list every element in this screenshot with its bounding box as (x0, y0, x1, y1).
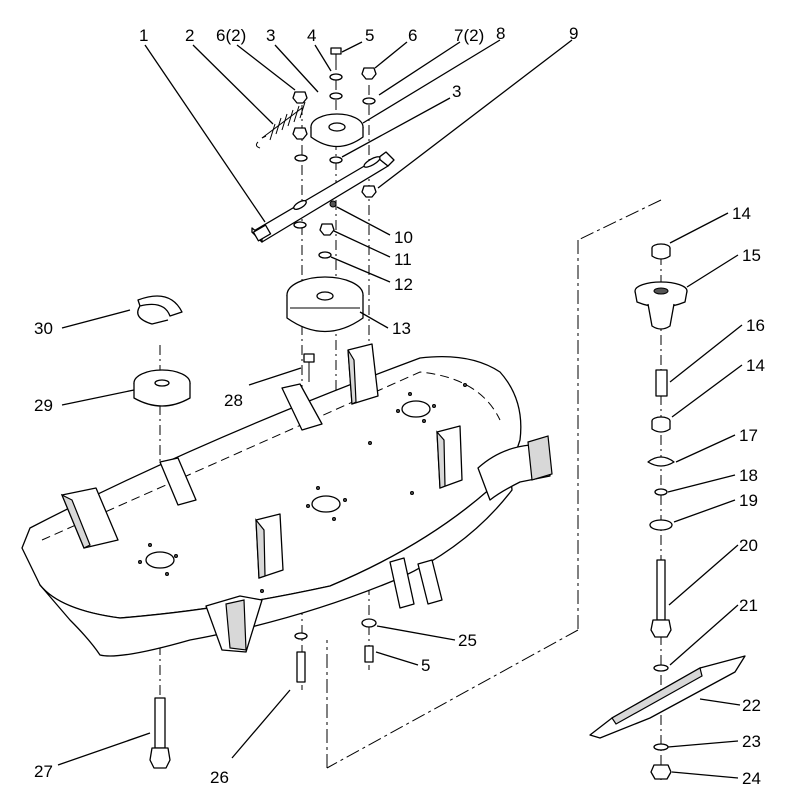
callout-1: 1 (139, 26, 148, 45)
deck-holes (138, 383, 467, 593)
belt-guard (137, 295, 183, 325)
callout-10: 10 (394, 228, 413, 247)
leader-lines (57, 39, 743, 779)
callout-4: 4 (307, 26, 316, 45)
callout-17: 17 (739, 426, 758, 445)
callout-13: 13 (392, 319, 411, 338)
callout-8: 8 (496, 24, 505, 43)
callout-6-2: 6(2) (216, 26, 246, 45)
callout-6: 6 (408, 26, 417, 45)
callout-30: 30 (34, 319, 53, 338)
callout-20: 20 (739, 536, 758, 555)
spindle-assembly (589, 243, 746, 780)
callout-7-2: 7(2) (454, 26, 484, 45)
callout-9: 9 (569, 24, 578, 43)
callout-3-lower: 3 (452, 82, 461, 101)
callout-24: 24 (742, 769, 761, 788)
callout-labels: 1 2 6(2) 3 4 5 6 7(2) 8 9 3 10 11 12 13 … (34, 24, 765, 788)
callout-22: 22 (742, 696, 761, 715)
callout-11: 11 (394, 250, 412, 269)
callout-29: 29 (34, 396, 53, 415)
callout-21: 21 (739, 596, 758, 615)
mower-deck (21, 343, 553, 657)
callout-27: 27 (34, 762, 53, 781)
callout-2: 2 (185, 26, 194, 45)
callout-23: 23 (742, 732, 761, 751)
callout-16: 16 (746, 316, 765, 335)
idler-arm (251, 151, 395, 243)
callout-26: 26 (210, 768, 229, 787)
callout-15: 15 (742, 246, 761, 265)
idler-hardware (292, 47, 377, 259)
callout-14-lower: 14 (746, 356, 765, 375)
extension-spring (255, 101, 306, 149)
callout-5-lower: 5 (421, 656, 430, 675)
callout-12: 12 (394, 275, 413, 294)
callout-3: 3 (266, 26, 275, 45)
callout-28: 28 (224, 391, 243, 410)
left-pulley (133, 369, 191, 407)
callout-18: 18 (739, 466, 758, 485)
callout-25: 25 (458, 631, 477, 650)
callout-14: 14 (732, 204, 751, 223)
callout-19: 19 (739, 491, 758, 510)
drive-pulley (286, 276, 364, 333)
bolts (149, 353, 377, 769)
callout-5: 5 (365, 26, 374, 45)
